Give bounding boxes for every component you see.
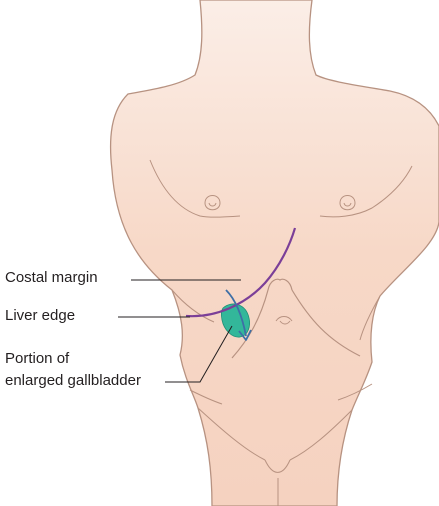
gallbladder-label-line2: enlarged gallbladder bbox=[5, 371, 141, 390]
costal-margin-label: Costal margin bbox=[5, 268, 98, 287]
liver-edge-label: Liver edge bbox=[5, 306, 75, 325]
gallbladder-label-line1: Portion of bbox=[5, 349, 69, 368]
torso-outline bbox=[111, 0, 439, 506]
